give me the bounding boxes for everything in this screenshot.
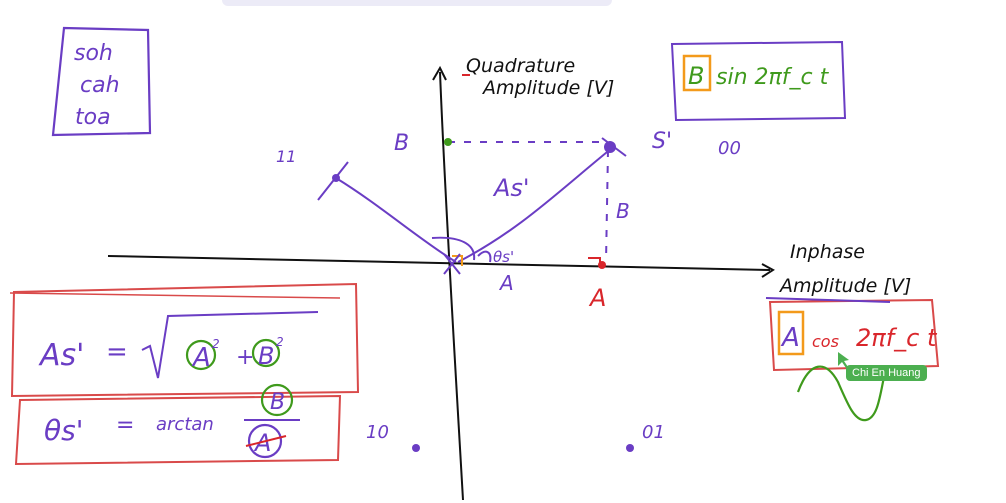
s11-tick — [317, 161, 349, 201]
a-axis-point — [598, 261, 606, 269]
inphase-a: A — [780, 323, 800, 353]
magnitude-a: A — [191, 343, 211, 373]
top-toolbar — [222, 0, 612, 6]
phase-formula: θs' = arctan B A — [14, 383, 342, 466]
phase-denominator: A — [253, 429, 271, 457]
axes: Quadrature Amplitude [V] Inphase Amplitu… — [107, 55, 911, 501]
vector-magnitude-label: As' — [492, 174, 530, 202]
s-prime-label: S' — [652, 129, 672, 154]
symbol-01-label: 01 — [642, 422, 665, 443]
a-circle-highlight — [185, 339, 217, 371]
quadrature-b: B — [688, 62, 704, 90]
right-angle-mark — [452, 255, 463, 266]
s-prime-vector — [457, 147, 613, 263]
x-axis — [107, 255, 771, 271]
phase-lhs: θs' — [44, 414, 83, 447]
y-axis-arrowhead — [432, 65, 447, 81]
x-axis-label-line1: Inphase — [790, 241, 865, 263]
mnemonic-box — [51, 26, 152, 137]
phase-numerator: B — [270, 390, 285, 415]
mnemonic-line-2: cah — [80, 73, 120, 98]
s-prime-point — [604, 141, 616, 153]
phase-equals: = — [116, 413, 134, 438]
theta-label: θs' — [493, 248, 514, 266]
a-side-label: A — [498, 271, 514, 295]
phase-function: arctan — [156, 414, 214, 435]
denominator-strike — [245, 435, 287, 447]
theta-arc — [477, 250, 492, 263]
magnitude-plus: + — [236, 345, 254, 370]
x-axis-label-line2: Amplitude [V] — [778, 275, 911, 297]
square-root-sign — [141, 311, 319, 379]
y-axis-label-line1: Quadrature — [466, 55, 575, 77]
inphase-cos: cos — [812, 332, 839, 351]
symbol-10-label: 10 — [366, 422, 389, 443]
magnitude-a-exponent: 2 — [212, 337, 220, 351]
magnitude-formula-box — [10, 282, 360, 398]
inphase-a-highlight — [777, 310, 805, 356]
magnitude-b-exponent: 2 — [276, 335, 284, 349]
quadrature-term-note: B sin 2πf_c t — [670, 40, 847, 122]
inphase-term-note: A cos 2πf_c t — [765, 297, 940, 422]
a-under-axis-label: A — [588, 284, 606, 312]
y-axis — [439, 71, 464, 501]
quadrature-b-highlight — [682, 54, 712, 92]
magnitude-lhs: As' — [38, 338, 84, 373]
constellation: B S' As' θs' B A A 11 00 10 01 — [276, 129, 741, 452]
magnitude-box-shadow — [9, 292, 341, 299]
b-circle-highlight — [251, 338, 281, 368]
inphase-expression: 2πf_c t — [856, 324, 938, 352]
s10-point — [412, 444, 420, 452]
magnitude-formula: As' = A 2 + B 2 — [9, 282, 360, 398]
collaborator-cursor-label: Chi En Huang — [846, 365, 927, 381]
numerator-circle-highlight — [260, 383, 294, 417]
s01-point — [626, 444, 634, 452]
mnemonic-note: soh cah toa — [51, 26, 152, 137]
b-axis-point — [444, 138, 452, 146]
phase-formula-box — [14, 394, 342, 466]
s11-point — [332, 174, 340, 182]
symbol-00-label: 00 — [718, 138, 741, 159]
mnemonic-line-1: soh — [74, 41, 113, 66]
inphase-box-topline — [765, 297, 891, 303]
symbol-11-label: 11 — [276, 147, 296, 166]
x-axis-arrowhead — [761, 263, 775, 278]
b-side-label: B — [616, 199, 630, 223]
a-projection-line — [605, 149, 609, 263]
y-axis-label-line2: Amplitude [V] — [481, 77, 614, 99]
cosine-wave-sketch — [796, 365, 887, 422]
denominator-circle-highlight — [247, 423, 283, 459]
collaborator-pointer-icon — [838, 352, 849, 368]
b-axis-label: B — [394, 131, 409, 156]
quadrature-term-box — [670, 40, 847, 122]
magnitude-equals: = — [106, 337, 128, 367]
angle-arc-outer — [431, 236, 476, 261]
s11-vector — [335, 177, 457, 263]
mnemonic-line-3: toa — [75, 105, 111, 130]
origin-cross — [443, 253, 461, 275]
quadrature-expression: sin 2πf_c t — [716, 65, 830, 90]
magnitude-b: B — [258, 342, 274, 370]
